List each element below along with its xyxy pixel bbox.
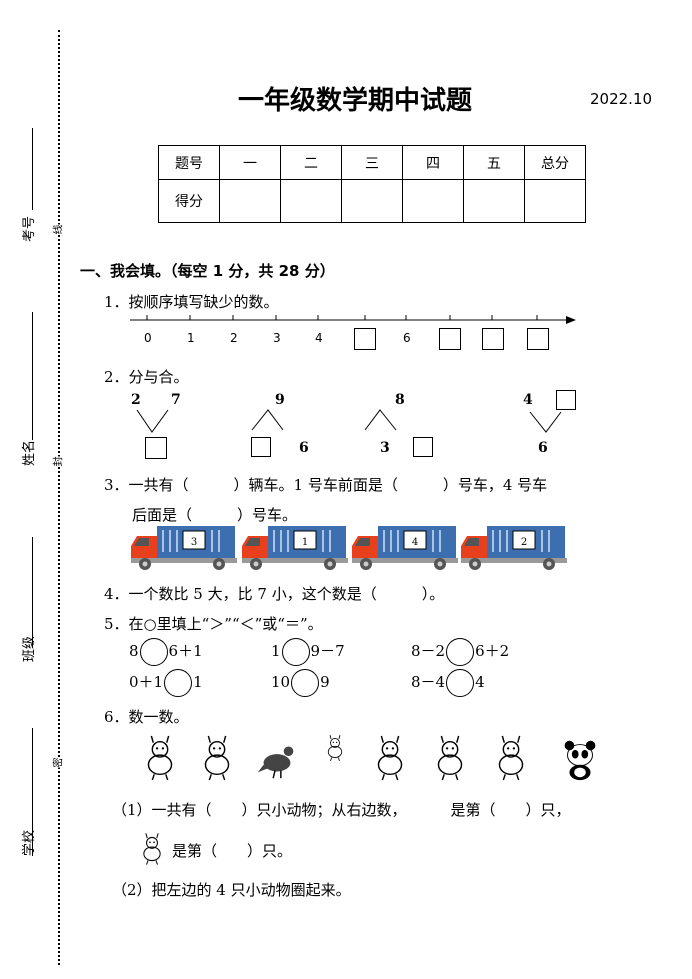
truck: 3 [129,524,237,572]
class-line [32,537,33,647]
rabbit-icon [140,734,180,786]
pigeon-icon [257,734,297,786]
monkey-icon [491,734,531,786]
diagram-number: 7 [171,392,181,408]
question-4: 4．一个数比 5 大，比 7 小，这个数是（ ）。 [104,585,445,603]
compare-circle[interactable] [446,669,475,697]
tick-label: 6 [403,331,411,345]
truck-number: 3 [191,537,197,548]
compare-circle[interactable] [446,638,475,666]
dolphin-icon [197,734,237,786]
answer-box[interactable] [482,328,504,350]
truck-graphic: 2 [461,526,567,570]
panda-icon [560,734,600,786]
fox-icon [370,734,410,786]
exam-number-line [32,128,33,210]
truck-number: 2 [521,537,527,548]
answer-box[interactable] [527,328,549,350]
table-header: 总分 [524,145,586,180]
answer-box[interactable] [354,328,376,350]
name-label: 姓名 [22,439,37,466]
score-row-label: 得分 [158,179,220,223]
truck: 4 [350,524,458,572]
truck-number: 4 [412,537,418,548]
name-line [32,312,33,440]
answer-box[interactable] [439,328,461,350]
deer-icon [313,734,357,762]
school-label: 学校 [22,829,37,856]
bird-icon [134,832,170,870]
diagram-number: 2 [131,392,141,408]
score-cell[interactable] [219,179,281,223]
answer-box[interactable] [556,390,576,410]
binding-dotted-line [58,30,60,965]
question-6-part1-cont: 是第（ ）只。 [172,842,293,860]
diagram-number: 6 [538,440,548,456]
question-6-part2: （2）把左边的 4 只小动物圈起来。 [112,881,351,899]
exam-date: 2022.10 [590,90,653,108]
diagram-number: 3 [380,440,390,456]
diagram-number: 8 [395,392,405,408]
table-header: 五 [463,145,525,180]
question-5: 5．在○里填上“＞”“＜”或“＝”。 [104,615,323,633]
section-heading: 一、我会填。（每空 1 分，共 28 分） [80,262,335,280]
bird-icon [430,734,470,786]
score-cell[interactable] [463,179,525,223]
question-6-part1: （1）一共有（ ）只小动物；从右边数，是第（ ）只， [112,801,571,819]
compare-circle[interactable] [139,638,168,666]
exam-number-label: 考号 [22,215,37,242]
split-diagrams [136,409,562,433]
truck-graphic: 4 [352,526,458,570]
question-3-line2: 后面是（ ）号车。 [132,506,298,524]
compare-circle[interactable] [281,638,310,666]
question-3-line1: 3．一共有（ ）辆车。1 号车前面是（ ）号车，4 号车 [104,476,548,494]
compare-circle[interactable] [291,669,320,697]
table-header: 四 [402,145,464,180]
table-header: 二 [280,145,342,180]
answer-box[interactable] [251,437,271,457]
tick-label: 4 [315,331,323,345]
table-header: 一 [219,145,281,180]
class-label: 班级 [22,635,37,662]
answer-box[interactable] [413,437,433,457]
question-6: 6．数一数。 [104,708,189,726]
score-table: 题号 一 二 三 四 五 总分 得分 [158,145,586,223]
score-cell[interactable] [341,179,403,223]
school-line [32,728,33,856]
compare-circle[interactable] [164,669,193,697]
number-line [130,315,576,324]
diagram-number: 6 [299,440,309,456]
truck-number: 1 [302,537,308,548]
table-header: 题号 [158,145,220,180]
truck: 2 [459,524,567,572]
truck-graphic: 1 [242,526,348,570]
diagram-number: 4 [523,392,533,408]
truck-graphic: 3 [131,526,237,570]
score-cell[interactable] [280,179,342,223]
tick-label: 2 [230,331,238,345]
question-2: 2．分与合。 [104,368,189,386]
question-1: 1．按顺序填写缺少的数。 [104,293,279,311]
answer-box[interactable] [145,437,167,459]
score-cell[interactable] [402,179,464,223]
seal-char: 封 [49,456,65,467]
table-header: 三 [341,145,403,180]
diagram-number: 9 [275,392,285,408]
tick-label: 1 [187,331,195,345]
truck: 1 [240,524,348,572]
seal-char: 线 [49,224,65,235]
page-title: 一年级数学期中试题 [238,86,473,116]
score-cell[interactable] [524,179,586,223]
tick-label: 0 [144,331,152,345]
seal-char: 密 [49,757,65,768]
tick-label: 3 [273,331,281,345]
